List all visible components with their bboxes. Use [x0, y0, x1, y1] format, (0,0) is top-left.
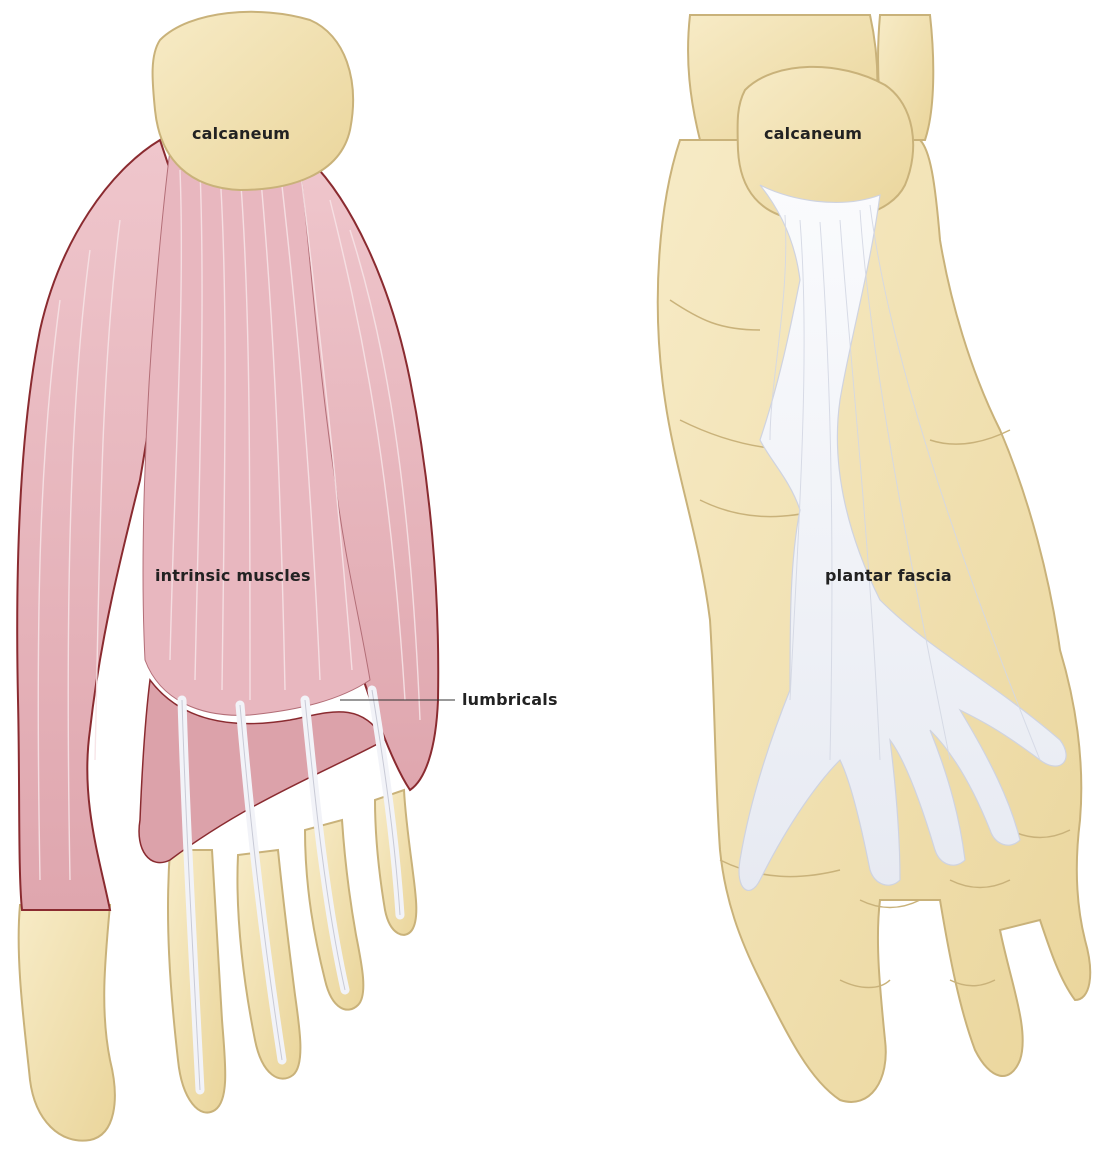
lumbricals-label: lumbricals [462, 690, 558, 709]
left-calcaneum-bone [153, 12, 353, 190]
right-calcaneum-bone [738, 67, 914, 221]
left-big-toe-bone [19, 905, 115, 1141]
right-foot-fascia-view [658, 15, 1090, 1102]
intrinsic-muscles-label: intrinsic muscles [155, 566, 311, 585]
right-calcaneum-label: calcaneum [764, 124, 862, 143]
left-calcaneum-label: calcaneum [192, 124, 290, 143]
plantar-fascia-label: plantar fascia [825, 566, 952, 585]
